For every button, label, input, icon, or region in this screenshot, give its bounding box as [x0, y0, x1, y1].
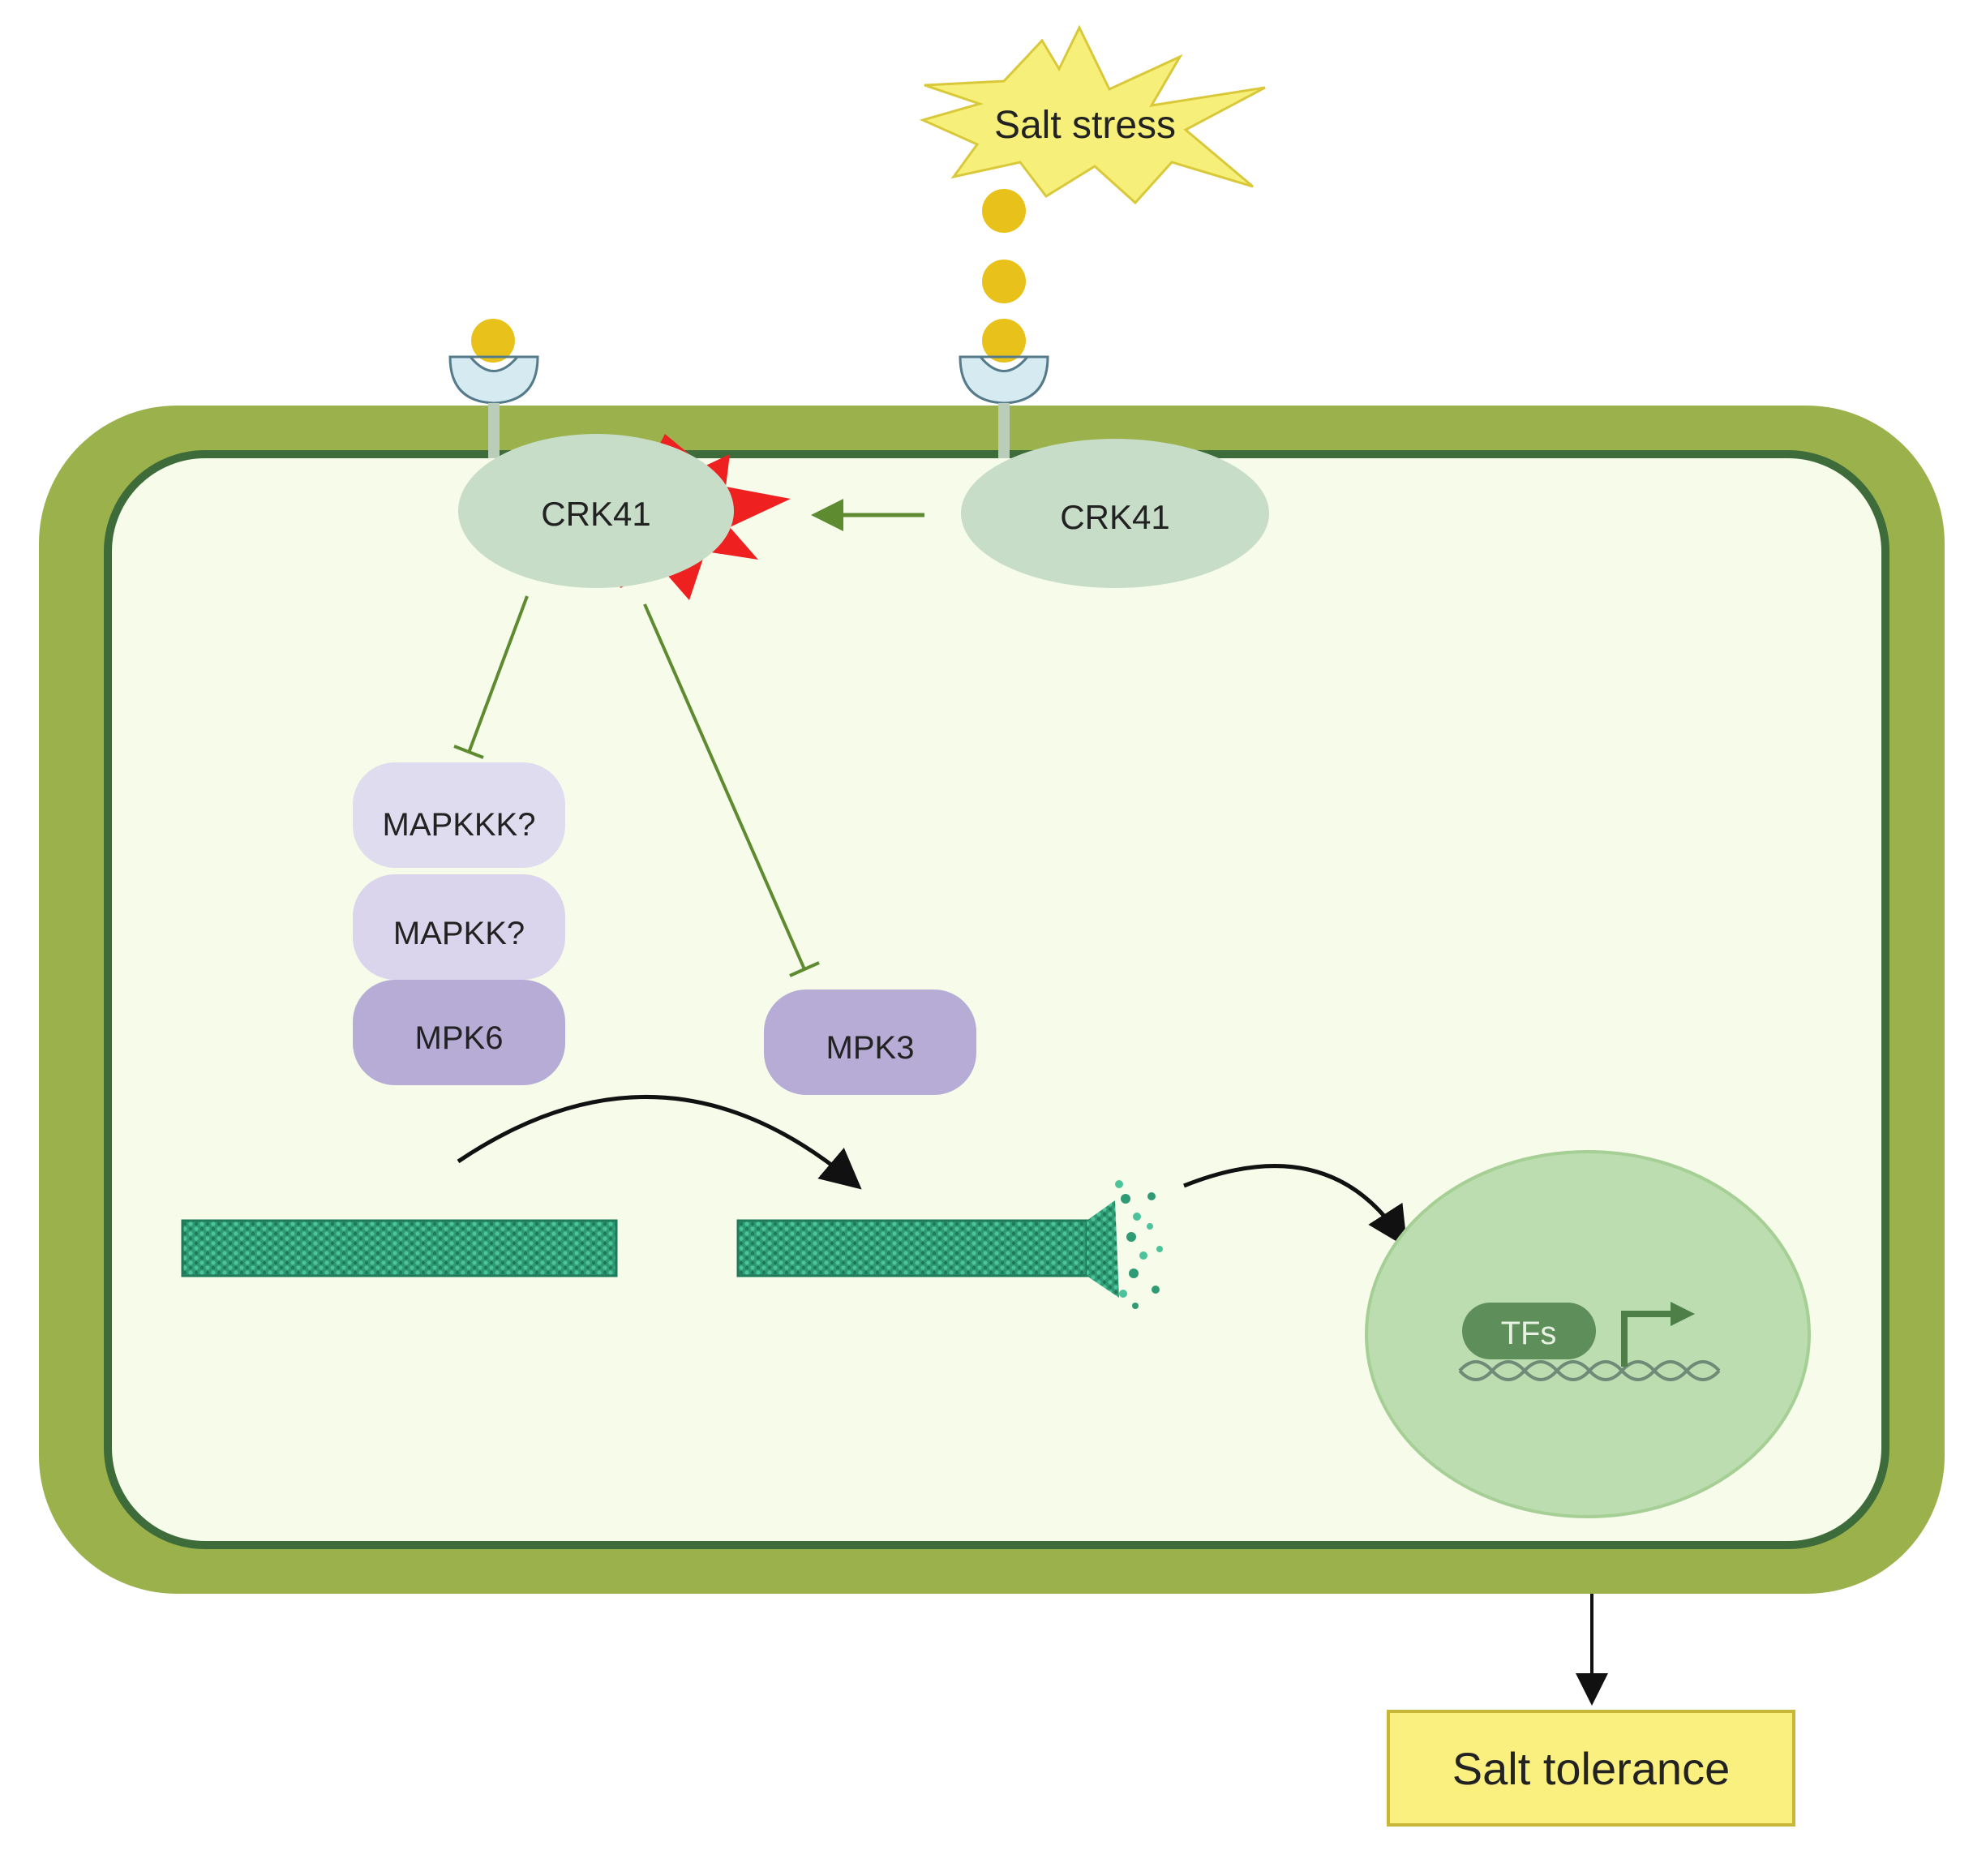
mpk3-label: MPK3 [826, 1030, 915, 1066]
mpk6-box [353, 980, 565, 1085]
mapkk-label: MAPKK? [393, 916, 525, 951]
crk41-activated-receptor [458, 434, 734, 588]
bound-ligand-dot [471, 319, 515, 363]
tfs-label: TFs [1501, 1316, 1557, 1351]
tfs-pill [1462, 1303, 1596, 1359]
intact-microtubule [181, 1219, 618, 1277]
salt-tolerance-label: Salt tolerance [1452, 1743, 1730, 1794]
mpk6-label: MPK6 [415, 1020, 504, 1056]
mapkkk-box [353, 762, 565, 868]
inhibition-to-mapkkk [453, 595, 529, 759]
salt-stress-star-icon [919, 24, 1266, 205]
mpk3-box [764, 990, 976, 1095]
dna-helix-icon [1458, 1360, 1721, 1381]
crk41-activated-label: CRK41 [541, 495, 650, 533]
mapkk-box [353, 874, 565, 980]
mapkkk-label: MAPKKK? [383, 807, 536, 843]
salt-stress-burst: Salt stress [919, 24, 1266, 205]
curved-arrow-to-nucleus [1183, 1164, 1408, 1248]
receptor-cup-left [448, 355, 539, 458]
salt-ligand-dot [982, 189, 1026, 233]
depolymerizing-microtubule [736, 1180, 1163, 1309]
salt-ligand-dot [982, 319, 1026, 363]
receptor-cup-right [959, 355, 1049, 458]
inhibition-to-mpk3 [643, 603, 820, 977]
transcription-start-arrow-icon [1621, 1302, 1695, 1367]
curved-arrow-to-microtubule [457, 1094, 862, 1190]
salt-stress-label: Salt stress [994, 104, 1176, 147]
crk41-inactive-label: CRK41 [1060, 498, 1169, 536]
crk41-inactive-receptor [961, 439, 1269, 588]
salt-tolerance-box [1387, 1710, 1795, 1827]
salt-ligand-dot [982, 260, 1026, 303]
